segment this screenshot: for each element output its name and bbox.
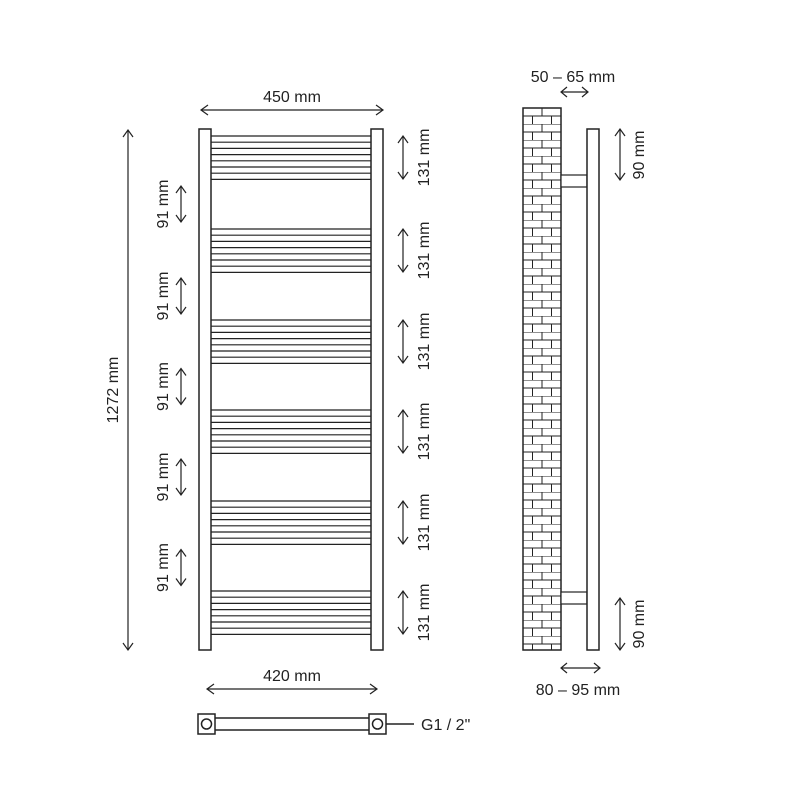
overall-width-label: 450 mm bbox=[263, 89, 321, 106]
gap-height-label: 91 mm bbox=[155, 180, 172, 229]
block-height-dimension: 131 mm bbox=[397, 403, 433, 461]
overall-height-label: 1272 mm bbox=[105, 357, 122, 424]
block-height-dimension: 131 mm bbox=[397, 584, 433, 642]
brick-wall bbox=[522, 107, 562, 651]
block-height-label: 131 mm bbox=[416, 222, 433, 280]
dimension-bottom-bracket bbox=[614, 596, 626, 652]
rail-block bbox=[211, 500, 371, 546]
block-height-label: 131 mm bbox=[416, 494, 433, 552]
block-height-dimension: 131 mm bbox=[397, 129, 433, 187]
top-bracket bbox=[560, 174, 588, 188]
gap-height-dimension: 91 mm bbox=[155, 180, 187, 229]
block-height-label: 131 mm bbox=[416, 129, 433, 187]
bottom-crossbar bbox=[204, 717, 380, 731]
block-height-label: 131 mm bbox=[416, 403, 433, 461]
dimension-bracket-distance bbox=[560, 86, 589, 98]
block-height-dimension: 131 mm bbox=[397, 313, 433, 371]
dimension-pipe-centers bbox=[205, 683, 379, 695]
rail-block bbox=[211, 135, 371, 180]
left-upright-tube bbox=[198, 128, 212, 651]
front-view bbox=[198, 128, 384, 651]
gap-height-label: 91 mm bbox=[155, 272, 172, 321]
gap-height-dimensions: 91 mm 91 mm 91 mm 91 mm 91 mm bbox=[155, 180, 187, 592]
pipe-centers-label: 420 mm bbox=[263, 668, 321, 685]
block-height-label: 131 mm bbox=[416, 584, 433, 642]
rail-block bbox=[211, 409, 371, 454]
dimension-overall-height bbox=[122, 128, 134, 652]
bottom-view bbox=[197, 713, 414, 735]
radiator-side-profile bbox=[586, 128, 600, 651]
gap-height-dimension: 91 mm bbox=[155, 272, 187, 321]
rail-block bbox=[211, 590, 371, 636]
dimension-top-bracket bbox=[614, 127, 626, 182]
block-height-dimensions: 131 mm 131 mm 131 mm 131 mm 131 mm 131 mm bbox=[397, 129, 433, 642]
gap-height-label: 91 mm bbox=[155, 543, 172, 592]
wall-projection-label: 80 – 95 mm bbox=[536, 682, 620, 699]
bottom-bracket-label: 90 mm bbox=[631, 600, 648, 649]
block-height-dimension: 131 mm bbox=[397, 494, 433, 552]
bracket-distance-label: 50 – 65 mm bbox=[531, 69, 615, 86]
top-bracket-label: 90 mm bbox=[631, 131, 648, 180]
dimension-wall-projection bbox=[560, 662, 601, 674]
gap-height-label: 91 mm bbox=[155, 453, 172, 502]
dimension-overall-width bbox=[199, 104, 385, 116]
rail-blocks bbox=[211, 135, 371, 636]
connection-label: G1 / 2" bbox=[421, 717, 470, 734]
left-valve-port bbox=[200, 718, 213, 730]
gap-height-dimension: 91 mm bbox=[155, 543, 187, 592]
rail-block bbox=[211, 228, 371, 273]
rail-block bbox=[211, 319, 371, 364]
right-valve-port bbox=[371, 718, 384, 730]
gap-height-dimension: 91 mm bbox=[155, 362, 187, 411]
gap-height-label: 91 mm bbox=[155, 362, 172, 411]
side-view bbox=[522, 107, 600, 651]
right-upright-tube bbox=[370, 128, 384, 651]
block-height-label: 131 mm bbox=[416, 313, 433, 371]
block-height-dimension: 131 mm bbox=[397, 222, 433, 280]
bottom-bracket bbox=[560, 591, 588, 605]
gap-height-dimension: 91 mm bbox=[155, 453, 187, 502]
